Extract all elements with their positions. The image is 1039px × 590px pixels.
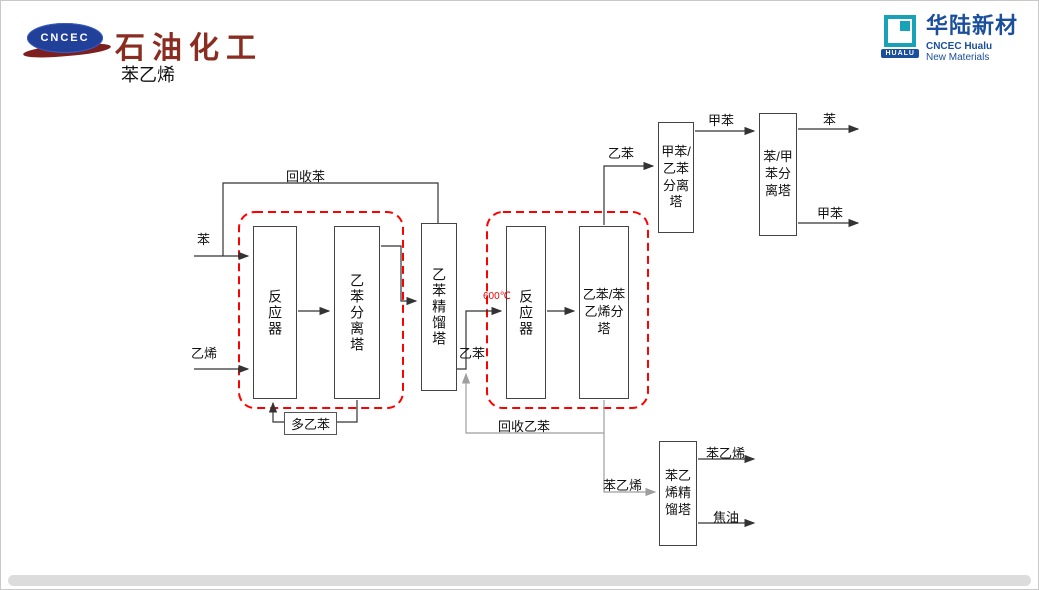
- box-toluene-eb-tower: 甲苯/乙苯分离塔: [658, 122, 694, 233]
- line-recycle-ethylbenzene: [461, 372, 604, 434]
- box-reactor-2: 反应器: [506, 226, 546, 399]
- brand-title: 石油化工: [115, 32, 263, 65]
- cncec-logo: CNCEC: [22, 21, 112, 71]
- hualu-logo: HUALU 华陆新材 CNCEC Hualu New Materials: [881, 15, 1018, 63]
- stream-label-tar-out: 焦油: [713, 510, 740, 525]
- dashed-highlight-reaction-section-2: [486, 211, 649, 409]
- stream-label-benzene-feed: 苯: [197, 232, 211, 247]
- cncec-globe-icon: CNCEC: [27, 23, 103, 53]
- temperature-label: 600℃: [483, 291, 511, 302]
- stream-label-recycle-benzene: 回收苯: [286, 169, 326, 184]
- box-reactor-1: 反应器: [253, 226, 297, 399]
- stream-label-poly-ethylbenzene: 多乙苯: [284, 412, 338, 435]
- stream-label-benzene-out: 苯: [823, 112, 837, 127]
- hualu-name: 华陆新材: [925, 13, 1018, 38]
- stream-label-ethylene-feed: 乙烯: [191, 346, 218, 361]
- cncec-logo-text: CNCEC: [40, 32, 90, 44]
- hualu-logo-icon: [884, 15, 917, 47]
- dashed-highlight-reaction-section-1: [238, 211, 404, 409]
- page-title: 苯乙烯: [121, 65, 175, 85]
- footer-bar: [8, 575, 1031, 586]
- stream-label-toluene-out: 甲苯: [817, 206, 844, 221]
- stream-label-ethylbenzene-top: 乙苯: [608, 146, 635, 161]
- line-recycle-benzene: [222, 182, 439, 256]
- line-splitter-top-to-tolebtower: [603, 161, 655, 225]
- stream-label-recycle-ethylbenzene: 回收乙苯: [498, 419, 551, 434]
- hualu-en-line1: CNCEC Hualu: [925, 41, 993, 52]
- box-eb-distillation-tower: 乙苯精馏塔: [421, 223, 457, 391]
- hualu-badge: HUALU: [881, 49, 919, 58]
- box-eb-styrene-splitter: 乙苯/苯乙烯分塔: [579, 226, 629, 399]
- line-crude-styrene: [603, 400, 657, 497]
- box-benzene-toluene-tower: 苯/甲苯分离塔: [759, 113, 797, 236]
- hualu-text-block: 华陆新材 CNCEC Hualu New Materials: [925, 13, 1018, 64]
- stream-label-ethylbenzene-mid: 乙苯: [459, 346, 486, 361]
- stream-label-crude-styrene: 苯乙烯: [603, 478, 643, 493]
- stream-label-toluene-top: 甲苯: [708, 113, 735, 128]
- box-eb-separation-tower: 乙苯分离塔: [334, 226, 380, 399]
- hualu-en-line2: New Materials: [925, 52, 990, 63]
- line-ebsep-to-ebdist: [381, 245, 418, 306]
- line-eb-to-reactor2: [457, 306, 503, 370]
- box-styrene-distillation-tower: 苯乙烯精馏塔: [659, 441, 697, 546]
- stream-label-styrene-out: 苯乙烯: [706, 446, 746, 461]
- hualu-icon-block: HUALU: [881, 15, 919, 58]
